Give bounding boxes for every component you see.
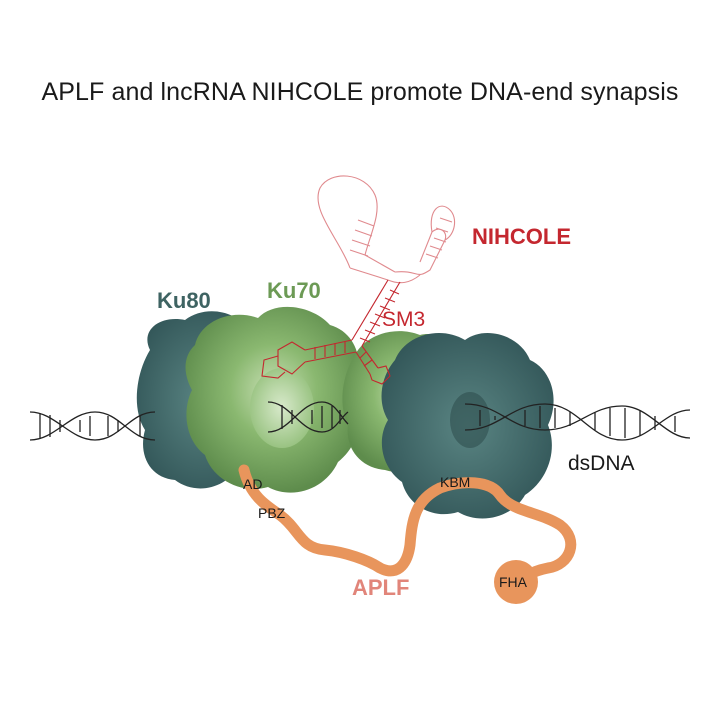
dsdna-right-helix bbox=[464, 403, 691, 441]
dsdna-label: dsDNA bbox=[568, 452, 635, 475]
pbz-domain-label: PBZ bbox=[258, 505, 286, 521]
kbm-domain-label: KBM bbox=[440, 474, 470, 490]
aplf-label: APLF bbox=[352, 575, 409, 600]
fha-domain-label: FHA bbox=[499, 574, 528, 590]
sm3-label: SM3 bbox=[382, 308, 425, 331]
fha-domain bbox=[494, 560, 538, 604]
ku70-label: Ku70 bbox=[267, 278, 321, 303]
ad-domain-label: AD bbox=[243, 476, 262, 492]
ku80-right-hole bbox=[450, 392, 490, 448]
aplf-chain bbox=[238, 464, 577, 604]
nihcole-rna bbox=[261, 175, 456, 385]
dsdna-middle-helix bbox=[267, 401, 349, 433]
figure-title: APLF and lncRNA NIHCOLE promote DNA-end … bbox=[41, 78, 679, 106]
dsdna-left-helix bbox=[29, 411, 156, 441]
ku80-label: Ku80 bbox=[157, 288, 211, 313]
nihcole-label: NIHCOLE bbox=[472, 224, 571, 249]
